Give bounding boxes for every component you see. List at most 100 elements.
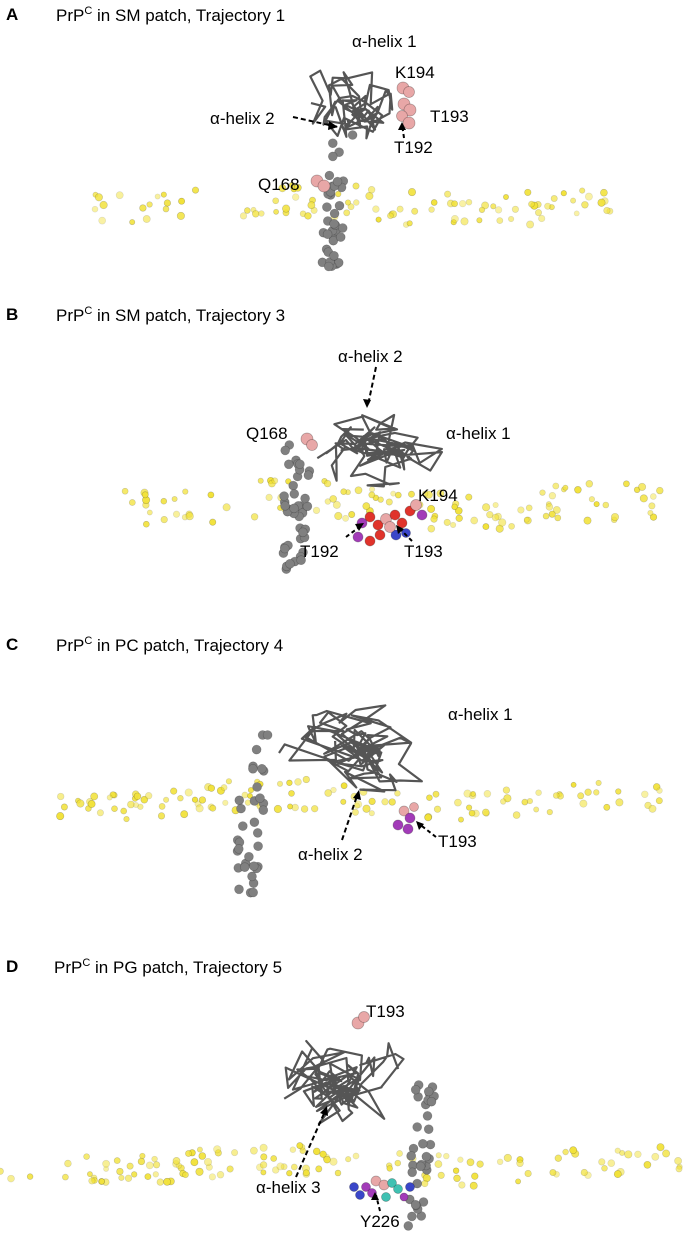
tail-bead <box>347 130 358 140</box>
lipid-headgroup <box>549 1169 557 1176</box>
tail-bead <box>423 1124 434 1134</box>
lipid-headgroup <box>152 1171 159 1178</box>
protein-backbone <box>309 69 394 140</box>
lipid-headgroup <box>270 1155 278 1162</box>
lipid-headgroup <box>435 1152 442 1159</box>
lipid-headgroup <box>198 1152 207 1160</box>
lipid-headgroup <box>276 1162 285 1171</box>
residue-bead <box>396 110 408 122</box>
lipid-headgroup <box>312 1147 321 1156</box>
lipid-headgroup <box>580 1168 588 1177</box>
lipid-headgroup <box>482 503 491 512</box>
lipid-headgroup <box>422 490 429 497</box>
lipid-headgroup <box>570 781 577 788</box>
lipid-headgroup <box>427 524 436 533</box>
lipid-headgroup <box>465 198 473 206</box>
tail-bead <box>334 200 345 211</box>
tail-bead <box>406 1151 417 1161</box>
panel-a: A PrPC in SM patch, Trajectory 1 α-helix… <box>0 0 685 300</box>
tail-bead <box>252 828 263 838</box>
tail-bead <box>329 251 339 261</box>
lipid-headgroup <box>647 509 654 516</box>
lipid-headgroup <box>98 216 107 225</box>
protein-backbone <box>278 704 423 793</box>
lipid-headgroup <box>142 215 151 223</box>
lipid-headgroup <box>469 1181 478 1190</box>
lipid-headgroup <box>602 501 610 509</box>
structure-render-a: α-helix 1 K194 α-helix 2 T193 T192 Q168 <box>91 32 614 272</box>
lipid-headgroup <box>585 480 594 488</box>
panel-title: PrPC in PG patch, Trajectory 5 <box>54 957 283 977</box>
lipid-headgroup <box>562 484 569 491</box>
lipid-headgroup <box>648 502 656 510</box>
lipid-headgroup <box>546 808 553 816</box>
residue-bead <box>364 535 376 547</box>
lipid-headgroup <box>652 783 661 791</box>
lipid-headgroup <box>111 805 118 813</box>
lipid-headgroup <box>226 1165 234 1173</box>
lipid-headgroup <box>458 816 464 823</box>
residue-bead <box>317 179 331 193</box>
lipid-headgroup <box>250 513 259 521</box>
lipid-headgroup <box>172 1157 181 1165</box>
lipid-headgroup <box>340 488 348 496</box>
lipid-headgroup <box>428 206 435 213</box>
lipid-headgroup <box>552 792 560 799</box>
panel-title: PrPC in SM patch, Trajectory 3 <box>56 305 286 325</box>
lipid-headgroup <box>56 812 65 821</box>
lipid-headgroup <box>116 1167 124 1176</box>
residue-bead <box>416 509 428 521</box>
lipid-headgroup <box>126 1162 134 1170</box>
lipid-headgroup <box>182 1171 189 1179</box>
lipid-headgroup <box>271 477 279 485</box>
label-t192: T192 <box>300 542 339 561</box>
lipid-headgroup <box>145 792 153 800</box>
lipid-headgroup <box>250 1146 258 1155</box>
lipid-headgroup <box>369 486 376 493</box>
tail-bead <box>324 170 335 181</box>
lipid-headgroup <box>470 516 479 525</box>
lipid-headgroup <box>160 191 167 198</box>
tail-bead <box>328 235 339 246</box>
lipid-headgroup <box>560 190 567 197</box>
lipid-headgroup <box>394 491 402 499</box>
structure-render-b: α-helix 2 α-helix 1 Q168 K194 T192 T193 <box>121 347 664 574</box>
lipid-headgroup <box>153 1161 161 1169</box>
residue-bead <box>355 1190 365 1200</box>
lipid-headgroup <box>225 778 232 785</box>
tail-bead <box>279 543 290 554</box>
protein-backbone <box>283 1040 405 1125</box>
lipid-headgroup <box>273 804 282 814</box>
lipid-headgroup <box>163 1177 172 1186</box>
tail-bead <box>280 501 290 511</box>
lipid-headgroup <box>99 200 108 210</box>
lipid-headgroup <box>76 799 85 808</box>
tail-bead <box>415 1161 426 1172</box>
lipid-headgroup <box>207 491 215 499</box>
residue-bead <box>398 805 410 817</box>
tail-bead <box>412 1122 423 1132</box>
residue-bead <box>392 819 404 831</box>
lipid-headgroup <box>124 1174 133 1182</box>
panel-title: PrPC in SM patch, Trajectory 1 <box>56 5 286 25</box>
lipid-headgroup <box>307 201 316 210</box>
tail-bead <box>423 1086 434 1097</box>
lipid-headgroup <box>481 808 490 817</box>
lipid-headgroup <box>191 796 199 803</box>
lipid-headgroup <box>648 804 657 813</box>
lipid-headgroup <box>524 1169 532 1178</box>
lipid-headgroup <box>607 1159 616 1168</box>
lipid-headgroup <box>123 816 130 823</box>
lipid-headgroup <box>163 199 172 207</box>
label-y226: Y226 <box>360 1212 400 1231</box>
lipid-headgroup <box>289 1146 297 1153</box>
tail-bead <box>417 1139 428 1149</box>
lipid-headgroup <box>570 197 577 204</box>
lipid-headgroup <box>574 486 582 494</box>
lipid-headgroup <box>294 778 302 786</box>
tail-bead <box>258 805 269 815</box>
membrane-headgroups <box>121 476 664 533</box>
lipid-headgroup <box>334 511 343 521</box>
lipid-headgroup <box>88 1177 96 1185</box>
lipid-headgroup <box>496 217 504 224</box>
